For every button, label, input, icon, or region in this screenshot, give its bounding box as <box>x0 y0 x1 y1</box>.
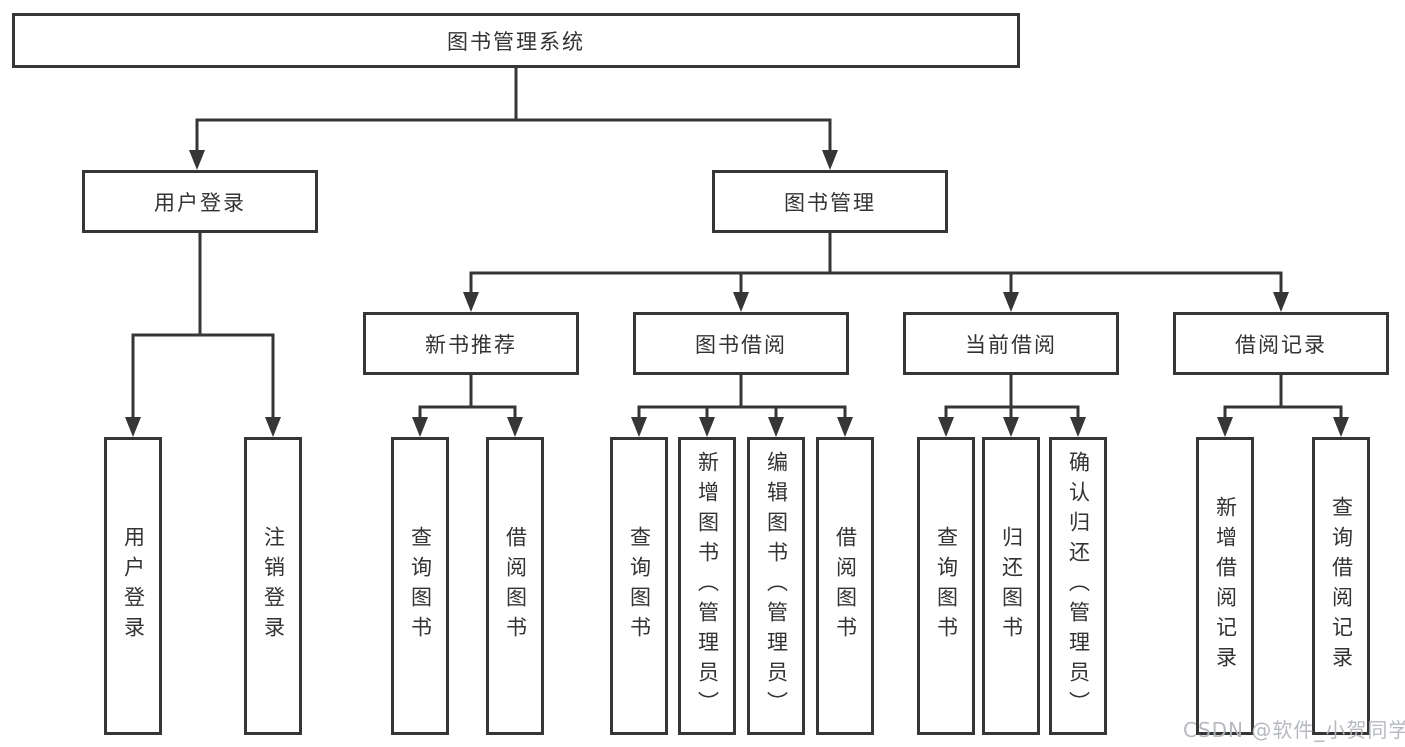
node-leaf-query-borrow-record: 查询借阅记录 <box>1312 437 1370 735</box>
node-new-book-recommendation: 新书推荐 <box>363 312 579 375</box>
node-leaf-query-books-3: 查询图书 <box>917 437 975 735</box>
node-label: 用户登录 <box>154 190 246 215</box>
node-leaf-return-books: 归还图书 <box>982 437 1040 735</box>
node-label: 新书推荐 <box>425 332 517 357</box>
node-label: 当前借阅 <box>965 332 1057 357</box>
csdn-watermark: CSDN @软件_小贺同学 <box>1183 718 1405 742</box>
node-library-management-system: 图书管理系统 <box>12 13 1020 68</box>
node-leaf-borrow-books-2: 借阅图书 <box>816 437 874 735</box>
node-leaf-logout: 注销登录 <box>244 437 302 735</box>
node-leaf-user-login: 用户登录 <box>104 437 162 735</box>
node-book-borrowing: 图书借阅 <box>633 312 849 375</box>
node-leaf-query-books: 查询图书 <box>391 437 449 735</box>
node-current-borrowing: 当前借阅 <box>903 312 1119 375</box>
node-leaf-borrow-books: 借阅图书 <box>486 437 544 735</box>
node-user-login-branch: 用户登录 <box>82 170 318 233</box>
node-leaf-edit-books-admin: 编辑图书（管理员） <box>747 437 805 735</box>
node-leaf-add-borrow-record: 新增借阅记录 <box>1196 437 1254 735</box>
node-label: 图书管理系统 <box>447 29 585 54</box>
node-label: 图书借阅 <box>695 332 787 357</box>
node-label: 借阅记录 <box>1235 332 1327 357</box>
node-book-management-branch: 图书管理 <box>712 170 948 233</box>
node-leaf-query-books-2: 查询图书 <box>610 437 668 735</box>
node-borrowing-records: 借阅记录 <box>1173 312 1389 375</box>
node-leaf-add-books-admin: 新增图书（管理员） <box>678 437 736 735</box>
node-label: 图书管理 <box>784 190 876 215</box>
arrowheads <box>125 150 1349 437</box>
node-leaf-confirm-return-admin: 确认归还（管理员） <box>1049 437 1107 735</box>
